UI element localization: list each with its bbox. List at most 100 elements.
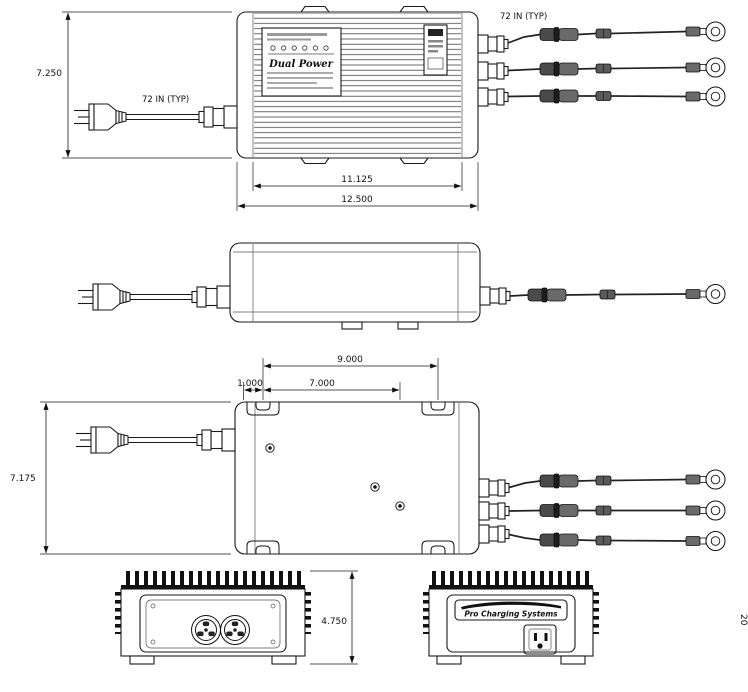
bottom-view: 9.000 7.000 1.000 7.175 bbox=[10, 355, 726, 555]
outlet-slot bbox=[534, 633, 537, 641]
cable-gland bbox=[478, 501, 510, 521]
ring-terminal bbox=[685, 284, 726, 304]
screw-hole bbox=[395, 501, 405, 511]
round-output-connector bbox=[191, 615, 221, 645]
dimension-bottom-height: 7.175 bbox=[10, 401, 231, 555]
dim-label: 7.250 bbox=[36, 69, 62, 79]
fuse-holder bbox=[539, 532, 579, 548]
led-indicators bbox=[270, 45, 329, 51]
ring-terminal bbox=[685, 86, 726, 107]
cable-gland bbox=[477, 34, 509, 54]
end-view-output-side: 4.750 bbox=[115, 570, 358, 665]
charger-body-side bbox=[229, 242, 481, 323]
heatsink-fins bbox=[121, 571, 305, 587]
cable-gland bbox=[191, 285, 231, 309]
inline-connector bbox=[595, 535, 612, 546]
dimension-slot-offset: 1.000 bbox=[237, 379, 263, 400]
ac-plug bbox=[73, 103, 127, 131]
output-cable-side bbox=[479, 284, 726, 306]
cable-gland bbox=[196, 428, 236, 452]
dim-cord-length: 72 IN (TYP) bbox=[142, 95, 189, 105]
dim-label: 4.750 bbox=[321, 617, 347, 627]
fuse-holder bbox=[539, 61, 579, 77]
output-cables-bottom bbox=[478, 469, 726, 551]
dimension-end-height: 4.750 bbox=[310, 570, 358, 665]
dim-label: 7.000 bbox=[309, 379, 335, 389]
terminal-cover-label bbox=[423, 24, 448, 76]
dim-label: 12.500 bbox=[341, 195, 373, 205]
cable-gland bbox=[477, 61, 509, 81]
dimension-screw-span: 7.000 bbox=[263, 379, 401, 400]
fuse-holder bbox=[539, 473, 579, 489]
ring-terminal bbox=[685, 469, 726, 490]
round-output-connector bbox=[220, 615, 250, 645]
heatsink-fins bbox=[429, 571, 593, 587]
ring-terminal bbox=[685, 57, 726, 78]
ac-plug bbox=[77, 283, 131, 311]
inline-connector bbox=[595, 28, 612, 39]
ac-outlet bbox=[523, 624, 557, 655]
dim-label: 1.000 bbox=[237, 379, 263, 389]
mounting-tab bbox=[299, 157, 331, 165]
inline-connector bbox=[595, 505, 612, 516]
outlet-slot bbox=[544, 633, 548, 641]
mounting-foot bbox=[341, 321, 363, 330]
side-view bbox=[77, 242, 726, 330]
brand-text: Dual Power bbox=[268, 59, 334, 70]
cable-gland bbox=[477, 87, 509, 107]
fuse-holder bbox=[539, 503, 579, 518]
dimension-top-height: 7.250 bbox=[36, 11, 232, 159]
inline-connector bbox=[599, 289, 616, 300]
outlet-ground-hole bbox=[537, 643, 543, 649]
cable-gland bbox=[198, 105, 238, 129]
ring-terminal bbox=[685, 531, 726, 551]
swoosh-logo-icon bbox=[461, 601, 561, 610]
dim-label: 11.125 bbox=[341, 175, 373, 185]
end-view-ac-side: Pro Charging Systems bbox=[423, 571, 599, 665]
mounting-tab bbox=[398, 157, 430, 165]
mounting-foot bbox=[436, 655, 462, 665]
fuse-holder bbox=[539, 27, 579, 42]
side-fins bbox=[305, 592, 311, 634]
dim-label: 7.175 bbox=[10, 474, 36, 484]
screw-hole bbox=[370, 482, 380, 492]
dimension-slot-span: 9.000 bbox=[262, 355, 439, 400]
end-panel bbox=[139, 594, 287, 653]
dimension-overall-width: 12.500 bbox=[236, 162, 479, 211]
dim-cable-length: 72 IN (TYP) bbox=[500, 12, 547, 22]
cable-gland bbox=[478, 478, 510, 498]
ring-terminal bbox=[685, 21, 726, 42]
mounting-tab bbox=[299, 5, 331, 13]
fuse-holder bbox=[527, 287, 567, 303]
inline-connector bbox=[595, 63, 612, 74]
inline-connector bbox=[595, 91, 612, 101]
mounting-foot bbox=[129, 655, 155, 665]
brand-plate: Pro Charging Systems bbox=[454, 599, 568, 621]
dim-label: 9.000 bbox=[337, 355, 363, 365]
mounting-foot bbox=[271, 655, 297, 665]
end-panel-inner bbox=[145, 599, 281, 649]
end-panel bbox=[446, 594, 576, 653]
brand-text: Pro Charging Systems bbox=[464, 610, 558, 619]
page-number: 20 bbox=[738, 614, 748, 626]
top-view: Dual Power bbox=[36, 5, 726, 211]
charger-body-bottom bbox=[234, 401, 480, 555]
ring-terminal bbox=[685, 500, 726, 521]
inline-connector bbox=[595, 475, 612, 486]
side-fins bbox=[423, 592, 429, 634]
fuse-holder bbox=[539, 88, 579, 104]
ac-plug bbox=[75, 426, 129, 454]
dimension-body-width: 11.125 bbox=[252, 162, 463, 191]
output-cables-top bbox=[477, 21, 726, 107]
cable-gland bbox=[479, 286, 511, 306]
side-fins bbox=[593, 592, 599, 634]
end-body bbox=[428, 588, 594, 657]
mounting-tab bbox=[398, 5, 430, 13]
product-label: Dual Power bbox=[261, 27, 342, 97]
cable-gland bbox=[478, 524, 510, 544]
screw-hole bbox=[265, 443, 275, 453]
mounting-foot bbox=[560, 655, 586, 665]
side-fins bbox=[115, 592, 121, 634]
